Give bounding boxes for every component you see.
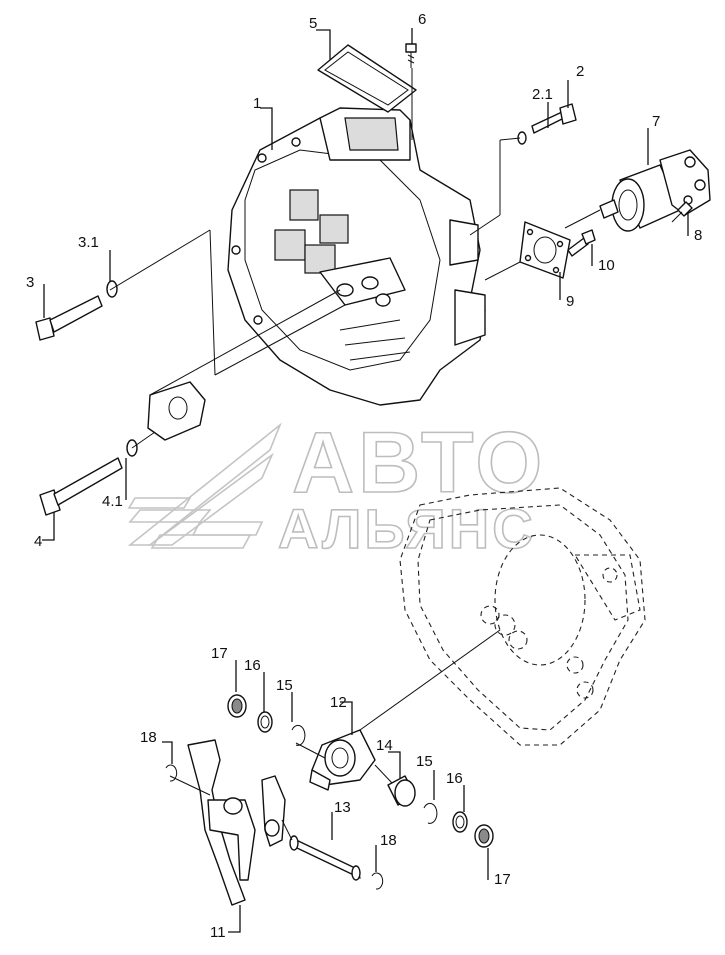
callout-12: 12 xyxy=(330,694,347,711)
callout-3-1: 3.1 xyxy=(78,234,99,251)
watermark-line2: АЛЬЯНС xyxy=(278,497,536,560)
washer-16a xyxy=(257,711,273,733)
callout-18-left: 18 xyxy=(140,729,157,746)
callout-15-lower: 15 xyxy=(416,753,433,770)
callout-17-lower: 17 xyxy=(494,871,511,888)
callout-10: 10 xyxy=(598,257,615,274)
seal-17b xyxy=(474,824,494,848)
bearing-bracket xyxy=(147,381,206,441)
watermark-line1: АВТО xyxy=(292,415,546,511)
cover-bolt xyxy=(405,43,417,68)
callout-18-right: 18 xyxy=(380,832,397,849)
callout-16-lower: 16 xyxy=(446,770,463,787)
callout-17-upper: 17 xyxy=(211,645,228,662)
callout-11: 11 xyxy=(210,924,226,941)
cover-plate xyxy=(317,44,417,113)
seal-17a xyxy=(227,694,247,718)
ghost-housing-outline xyxy=(399,487,646,746)
bushing xyxy=(387,775,416,807)
circlip-18a xyxy=(165,764,178,782)
bearing-block xyxy=(309,729,376,791)
washer-16b xyxy=(452,811,468,833)
callout-14: 14 xyxy=(376,737,393,754)
bolt-3 xyxy=(35,280,118,341)
circlip-15b xyxy=(423,802,438,824)
flange-plate xyxy=(519,221,571,279)
callout-5: 5 xyxy=(309,15,317,32)
watermark-logo xyxy=(127,422,282,549)
bolt-8 xyxy=(671,201,693,223)
callout-16-upper: 16 xyxy=(244,657,261,674)
callout-9: 9 xyxy=(566,293,574,310)
callout-3: 3 xyxy=(26,274,34,291)
callout-8: 8 xyxy=(694,227,702,244)
callout-4-1: 4.1 xyxy=(102,493,123,510)
callout-6: 6 xyxy=(418,11,426,28)
bolt-4 xyxy=(39,439,138,516)
callout-2: 2 xyxy=(576,63,584,80)
callout-4: 4 xyxy=(34,533,42,550)
callout-15-upper: 15 xyxy=(276,677,293,694)
circlip-18b xyxy=(371,872,384,890)
bolt-10 xyxy=(567,229,596,257)
callout-leaders xyxy=(42,28,689,933)
shaft xyxy=(289,835,361,881)
assembly-lines xyxy=(109,68,601,841)
callout-1: 1 xyxy=(253,95,261,112)
callout-7: 7 xyxy=(652,113,660,130)
bolt-2 xyxy=(517,103,577,145)
release-cylinder xyxy=(599,149,711,232)
callout-2-1: 2.1 xyxy=(532,86,553,103)
clutch-housing xyxy=(227,107,486,406)
circlip-15a xyxy=(291,724,306,746)
release-fork xyxy=(187,739,286,906)
callout-13: 13 xyxy=(334,799,351,816)
